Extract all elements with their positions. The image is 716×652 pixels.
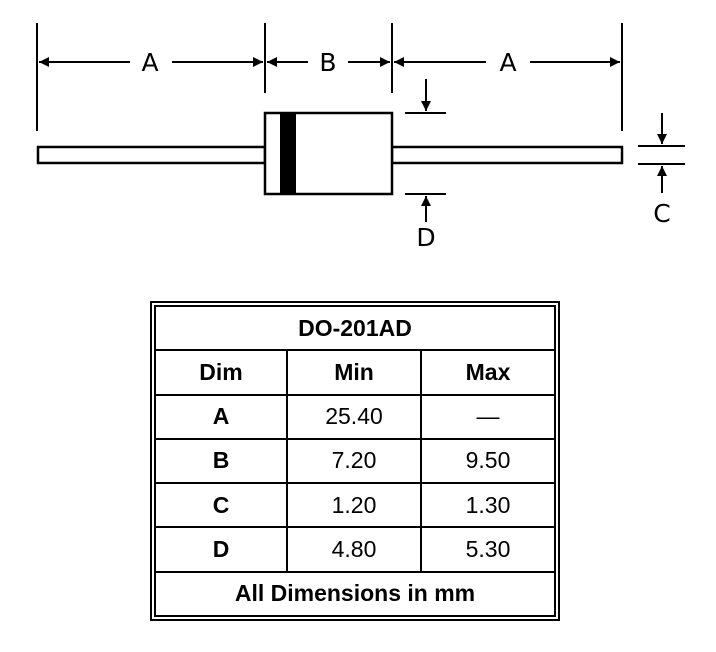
cell-dim: D xyxy=(154,526,288,573)
table-row: D 4.80 5.30 xyxy=(154,526,556,573)
dim-label-c: C xyxy=(653,199,670,228)
cell-max: 1.30 xyxy=(420,482,556,529)
cell-min: 25.40 xyxy=(286,393,422,440)
units-note: All Dimensions in mm xyxy=(154,570,556,618)
dimension-table-frame: DO-201AD Dim Min Max A 25.40 — B 7.20 9.… xyxy=(150,301,560,621)
dim-label-a-right: A xyxy=(499,48,516,77)
table-footer-row: All Dimensions in mm xyxy=(154,570,556,618)
lead-right xyxy=(390,145,624,165)
header-min: Min xyxy=(286,349,422,396)
package-name: DO-201AD xyxy=(154,304,556,352)
cell-dim: B xyxy=(154,437,288,485)
dim-label-b: B xyxy=(319,48,336,77)
header-max: Max xyxy=(420,349,556,396)
table-header-row: Dim Min Max xyxy=(154,349,556,396)
cell-min: 1.20 xyxy=(286,482,422,529)
table-row: A 25.40 — xyxy=(154,393,556,440)
lead-left xyxy=(36,145,267,165)
table-row: C 1.20 1.30 xyxy=(154,482,556,529)
header-dim: Dim xyxy=(154,349,288,396)
cell-min: 4.80 xyxy=(286,526,422,573)
cell-min: 7.20 xyxy=(286,437,422,485)
cell-max: — xyxy=(420,393,556,440)
cell-max: 9.50 xyxy=(420,437,556,485)
dim-label-d: D xyxy=(416,223,435,252)
dim-label-a-left: A xyxy=(141,48,158,77)
cathode-band xyxy=(280,113,296,194)
diode-outline-drawing: A B A D C xyxy=(36,23,685,252)
cell-max: 5.30 xyxy=(420,526,556,573)
cell-dim: A xyxy=(154,393,288,440)
dimension-table: DO-201AD Dim Min Max A 25.40 — B 7.20 9.… xyxy=(154,304,556,618)
table-title-row: DO-201AD xyxy=(154,304,556,352)
cell-dim: C xyxy=(154,482,288,529)
table-row: B 7.20 9.50 xyxy=(154,437,556,485)
